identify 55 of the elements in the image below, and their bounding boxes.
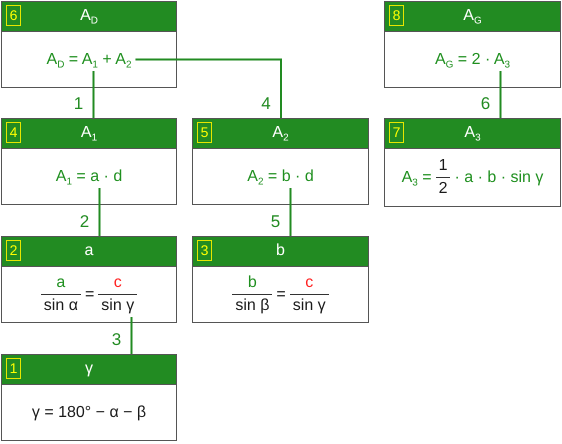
denominator: sin β: [234, 297, 270, 315]
formula: A$_{D}$ = A$_{1}$ + A$_{2}$: [46, 50, 132, 69]
edge-label: 6: [480, 95, 490, 113]
card-title: A$_{2}$: [272, 123, 289, 143]
card-title: A$_{D}$: [80, 6, 98, 26]
card-title: A$_{3}$: [464, 123, 481, 143]
edge-label: 5: [270, 213, 280, 231]
numerator: c: [304, 274, 314, 292]
edge-label: 1: [74, 95, 84, 113]
numerator: b: [246, 274, 258, 292]
formula: γ = 180° − α − β: [32, 403, 146, 422]
step-number: 5: [197, 122, 212, 143]
connector-line: [290, 188, 292, 236]
formula: A$_{G}$ = 2 · A$_{3}$: [434, 50, 510, 69]
connector-line: [500, 71, 502, 118]
formula-card: [192, 236, 369, 323]
denominator: sin γ: [100, 297, 136, 315]
formula: A$_{3}$ =: [402, 168, 432, 187]
numerator: a: [55, 274, 66, 292]
denominator: sin α: [42, 297, 79, 315]
card-title: A$_{G}$: [463, 6, 482, 26]
edge-label: 2: [80, 213, 90, 231]
step-number: 2: [6, 240, 21, 261]
formula-card: [1, 1, 177, 88]
formula-card: [384, 118, 561, 207]
connector-line: [92, 71, 94, 118]
step-number: 6: [6, 5, 21, 26]
card-title: γ: [85, 359, 93, 379]
card-title: A$_{1}$: [80, 123, 98, 143]
denominator: sin γ: [292, 297, 327, 315]
step-number: 8: [389, 5, 404, 26]
numerator: c: [112, 274, 123, 292]
denominator: 2: [438, 180, 448, 198]
formula: A$_{2}$ = b · d: [247, 167, 314, 186]
formula-card: [1, 118, 177, 205]
step-number: 7: [389, 122, 404, 143]
step-number: 3: [197, 240, 212, 261]
formula-card: [1, 354, 177, 441]
card-title: a: [84, 241, 94, 261]
edge-label: 4: [261, 95, 271, 113]
step-number: 1: [6, 358, 21, 379]
connector-line: [130, 317, 132, 354]
formula: =: [84, 285, 94, 304]
card-title: b: [276, 241, 285, 261]
formula-card: [1, 236, 177, 323]
connector-line: [98, 188, 100, 236]
formula: =: [276, 285, 286, 304]
edge-label: 3: [112, 331, 122, 349]
formula-card: [192, 118, 369, 205]
formula: · a · b · sin γ: [454, 168, 544, 187]
step-number: 4: [6, 122, 21, 143]
formula-card: [384, 1, 561, 88]
numerator: 1: [438, 157, 448, 175]
connector-line: [135, 58, 282, 118]
formula: A$_{1}$ = a · d: [56, 167, 122, 186]
